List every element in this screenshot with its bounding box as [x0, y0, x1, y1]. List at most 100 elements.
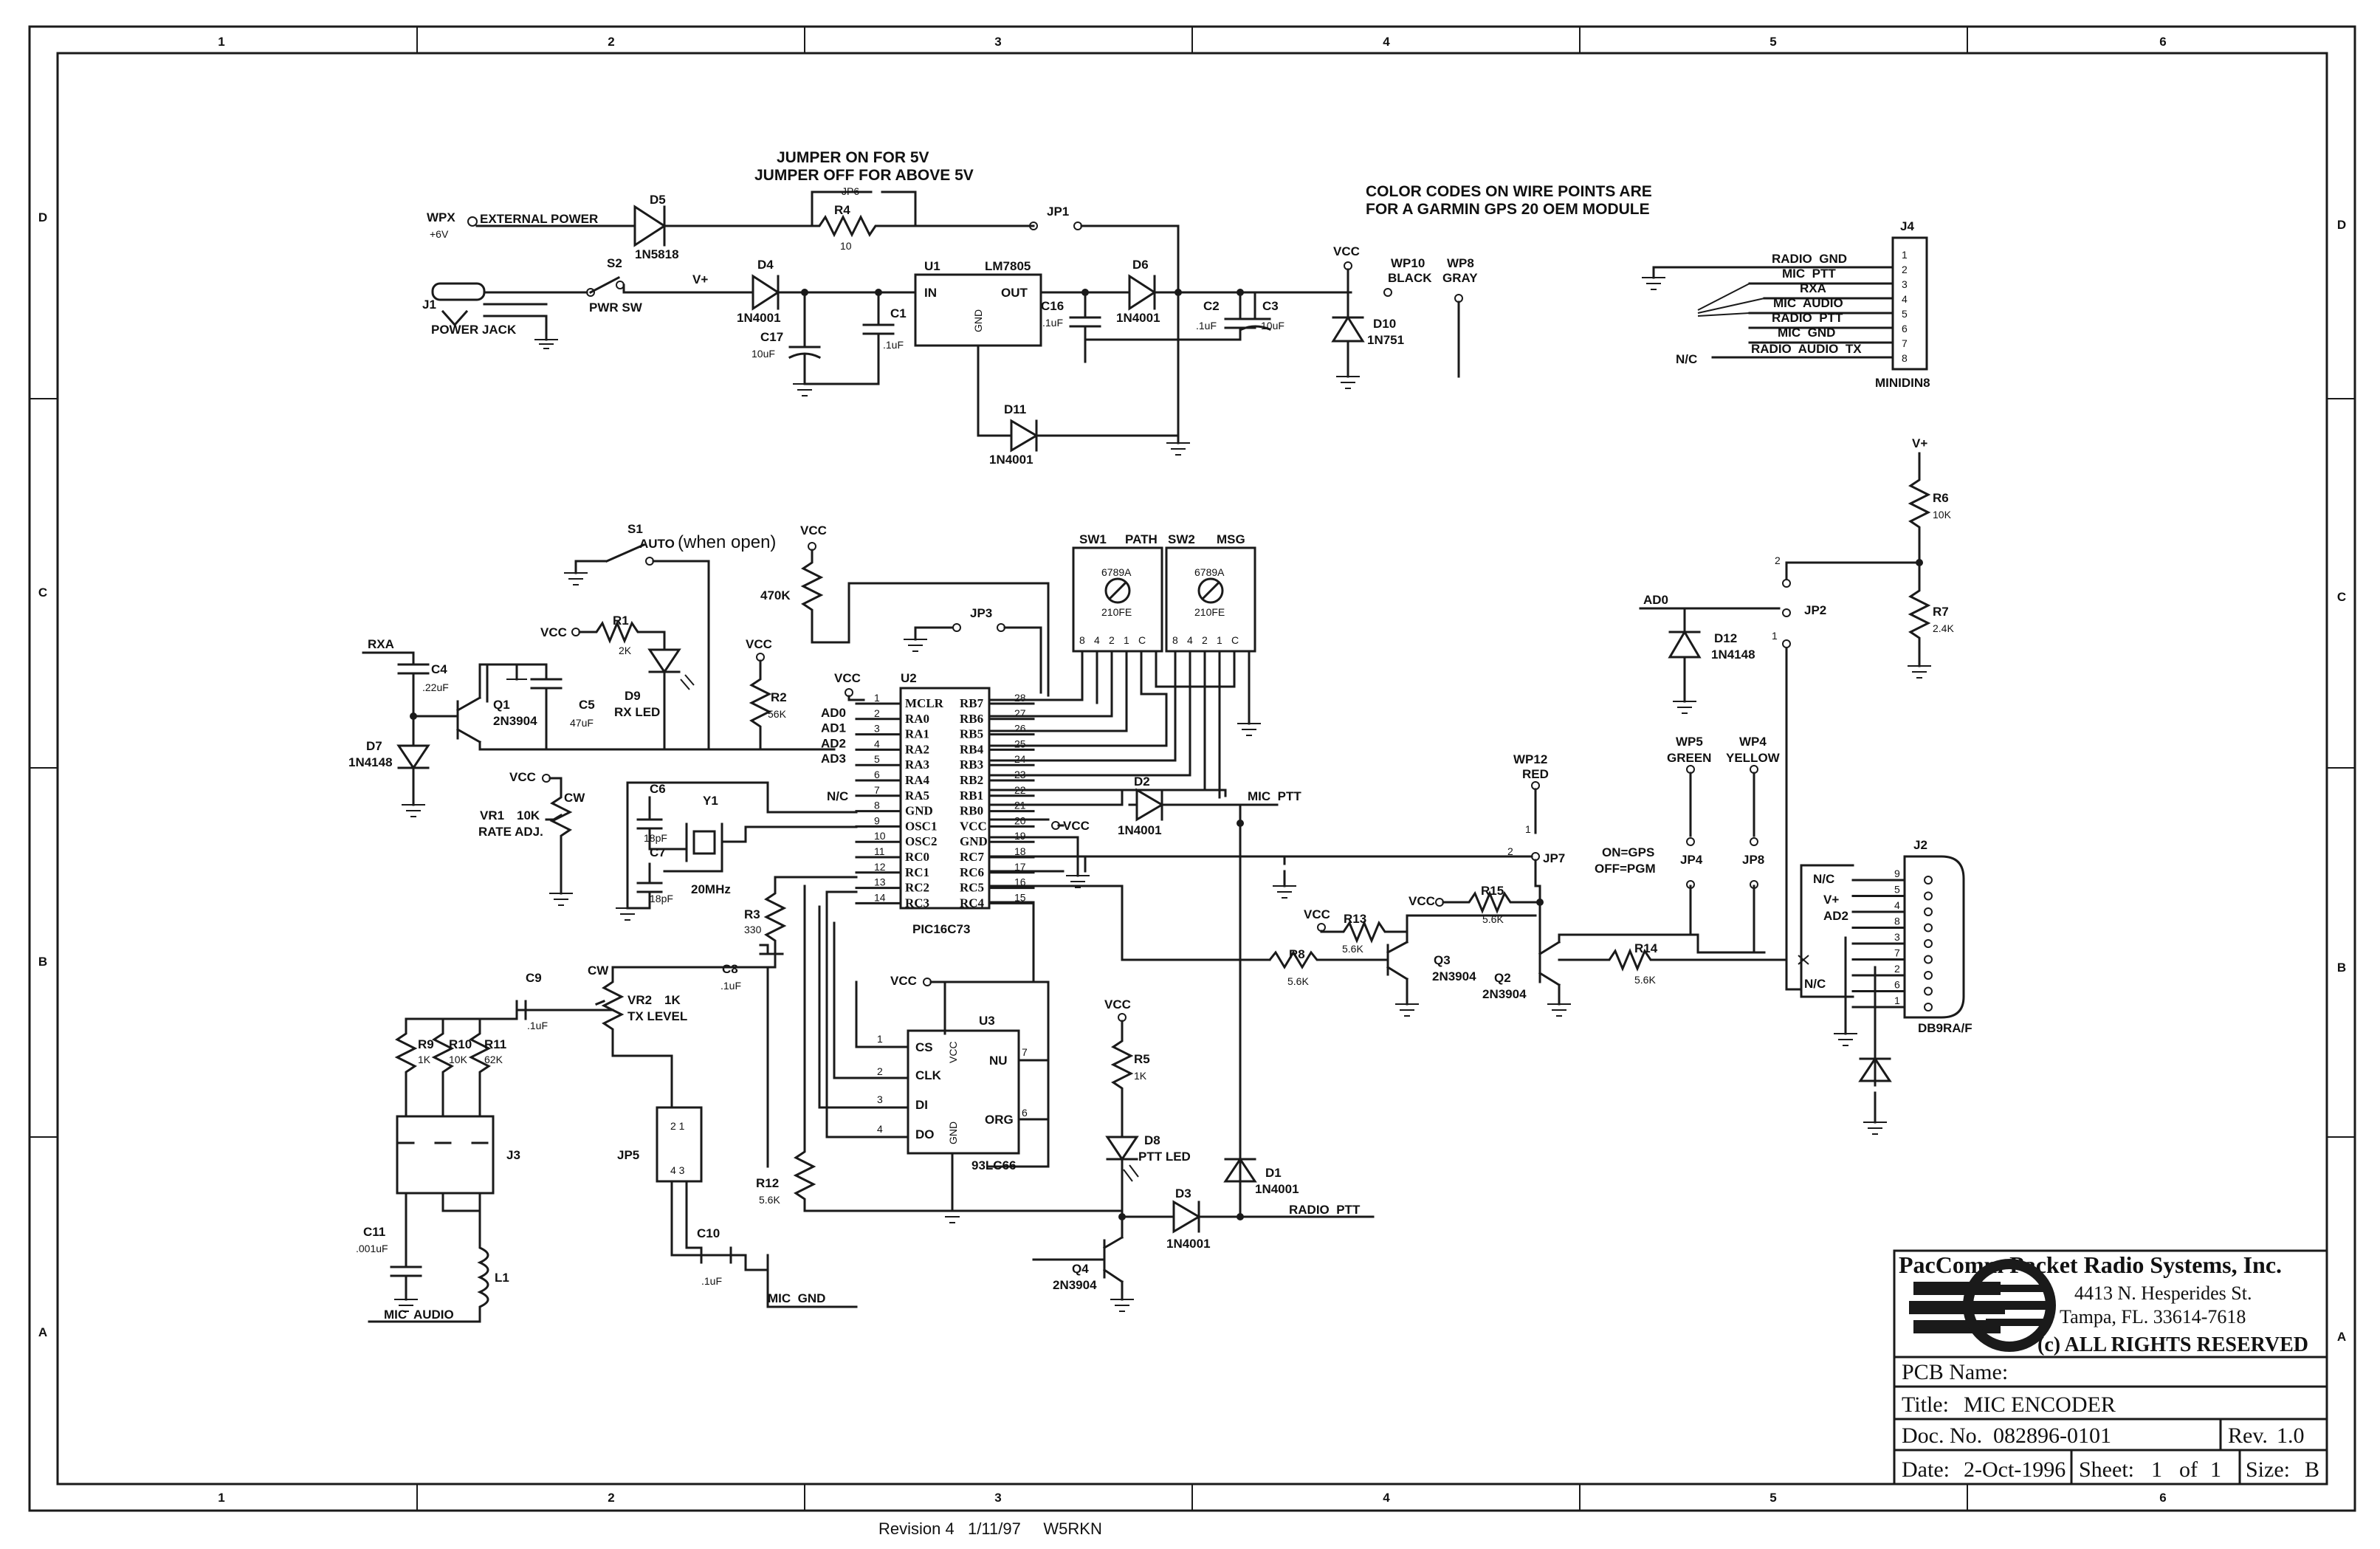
- d10-part: 1N751: [1367, 333, 1404, 347]
- u3-pin-cs: 1: [877, 1033, 883, 1045]
- d8-part: PTT LED: [1138, 1150, 1191, 1164]
- q2-part: 2N3904: [1482, 987, 1527, 1001]
- j4-signal: MIC AUDIO: [1773, 296, 1843, 310]
- of-label: of: [2179, 1457, 2198, 1482]
- u2-pin-net: AD0: [821, 706, 846, 720]
- drawing-title: MIC ENCODER: [1964, 1392, 2116, 1417]
- switch-pin: 2: [1109, 634, 1115, 646]
- u2-pin-name: RC4: [960, 896, 985, 910]
- vcc-r15: VCC: [1409, 894, 1435, 908]
- row-label-right: C: [2337, 590, 2346, 604]
- d3-part: 1N4001: [1166, 1237, 1211, 1251]
- r9-label: R9: [418, 1037, 434, 1051]
- d11-label: D11: [1004, 402, 1026, 416]
- d6-label: D6: [1132, 258, 1149, 272]
- j4-pin: 3: [1902, 278, 1908, 290]
- u2-pin-name: RC6: [960, 865, 984, 879]
- u2-pin-name: RA5: [905, 789, 929, 803]
- r2-value: 56K: [768, 708, 787, 720]
- u3-pin-clk: 2: [877, 1065, 883, 1077]
- u2-pin-number: 10: [874, 830, 886, 842]
- u3-pin-org: 6: [1022, 1107, 1028, 1119]
- svg-text:2 1: 2 1: [670, 1120, 685, 1132]
- j2-name: DB9RA/F: [1918, 1021, 1973, 1035]
- row-label-right: D: [2337, 218, 2346, 232]
- u1-pin-in: IN: [924, 286, 937, 300]
- col-label-top: 6: [2159, 35, 2166, 49]
- u2-pin-name: RC5: [960, 881, 984, 895]
- mic-ptt-label: MIC PTT: [1248, 789, 1301, 803]
- u1-part: LM7805: [985, 259, 1031, 273]
- u2-pin-number: 12: [874, 861, 886, 873]
- r7-value: 2.4K: [1933, 622, 1954, 634]
- col-label-bottom: 6: [2159, 1491, 2166, 1505]
- d7-label: D7: [366, 739, 382, 753]
- u2-pin-number: 18: [1014, 845, 1026, 857]
- u2-pin-name: RB2: [960, 773, 983, 787]
- sw2-dial: 210FE: [1194, 606, 1225, 618]
- u3-nu: NU: [989, 1054, 1008, 1068]
- switch-pin: 4: [1094, 634, 1100, 646]
- vr1-label: VR1: [480, 808, 504, 822]
- c10-label: C10: [697, 1226, 720, 1240]
- r11-label: R11: [484, 1037, 506, 1051]
- jumper-note-on: JUMPER ON FOR 5V: [777, 149, 929, 166]
- vr2-tx-level: TX LEVEL: [627, 1009, 687, 1023]
- u3-ref: U3: [979, 1014, 995, 1028]
- db9-pin-number: 5: [1894, 884, 1900, 896]
- col-label-bottom: 1: [218, 1491, 224, 1505]
- u2-right-pins: 28RB727RB626RB525RB424RB323RB222RB121RB0…: [960, 692, 1035, 910]
- u2-pin-number: 4: [874, 738, 880, 749]
- sheet-label: Sheet:: [2079, 1457, 2134, 1482]
- c4-label: C4: [431, 662, 447, 676]
- c3-label: C3: [1262, 299, 1279, 313]
- date-value: 2-Oct-1996: [1964, 1457, 2066, 1482]
- radio-ptt-label: RADIO PTT: [1289, 1203, 1361, 1217]
- c16-label: C16: [1041, 299, 1064, 313]
- sheet-value: 1: [2151, 1457, 2162, 1482]
- company-address-1: 4413 N. Hesperides St.: [2074, 1282, 2252, 1304]
- power-jack-label: POWER JACK: [431, 323, 517, 337]
- u2-pin-name: GND: [960, 834, 988, 848]
- doc-no: 082896-0101: [1993, 1423, 2111, 1448]
- u3-cs: CS: [915, 1040, 933, 1054]
- c6-label: C6: [650, 782, 666, 796]
- col-label-top: 3: [994, 35, 1001, 49]
- svg-text:2: 2: [1775, 554, 1781, 566]
- db9-pin-number: 6: [1894, 979, 1900, 991]
- pcb-name-label: PCB Name:: [1902, 1360, 2008, 1384]
- plus6v-label: +6V: [430, 228, 449, 240]
- c2-label: C2: [1203, 299, 1220, 313]
- color-codes-note-1: COLOR CODES ON WIRE POINTS ARE: [1366, 183, 1652, 200]
- vcc-r5: VCC: [1104, 997, 1131, 1012]
- u3-pin-di: 3: [877, 1093, 883, 1105]
- d4-label: D4: [757, 258, 774, 272]
- wp8-label: WP8: [1447, 256, 1474, 270]
- left-analog-section: S1 AUTO (when open) VCC R1 2K D9 RX LED …: [348, 522, 1124, 1323]
- power-supply-section: JUMPER ON FOR 5V JUMPER OFF FOR ABOVE 5V…: [422, 149, 1652, 467]
- u2-pin-name: RB1: [960, 789, 983, 803]
- switch-pin: 4: [1187, 634, 1193, 646]
- c11-label: C11: [363, 1225, 385, 1239]
- r4-label: R4: [834, 203, 850, 217]
- doc-no-label: Doc. No.: [1902, 1423, 1982, 1448]
- d2-part: 1N4001: [1118, 823, 1162, 837]
- sw1-dial: 6789A: [1101, 566, 1132, 578]
- d8-label: D8: [1144, 1133, 1160, 1147]
- jp7-label: JP7: [1543, 851, 1565, 865]
- col-label-top: 5: [1769, 35, 1776, 49]
- vcc-vr1: VCC: [509, 770, 536, 784]
- red-label: RED: [1522, 767, 1549, 781]
- j4-signal: RADIO PTT: [1772, 311, 1843, 325]
- d2-label: D2: [1134, 774, 1150, 789]
- u2-ref: U2: [901, 671, 917, 685]
- d1-part: 1N4001: [1255, 1182, 1299, 1196]
- switch-pin: 1: [1217, 634, 1222, 646]
- u2-pin-number: 8: [874, 800, 880, 811]
- d1-label: D1: [1265, 1166, 1282, 1180]
- jp8-label: JP8: [1742, 853, 1764, 867]
- c5-label: C5: [579, 698, 595, 712]
- r10-label: R10: [449, 1037, 472, 1051]
